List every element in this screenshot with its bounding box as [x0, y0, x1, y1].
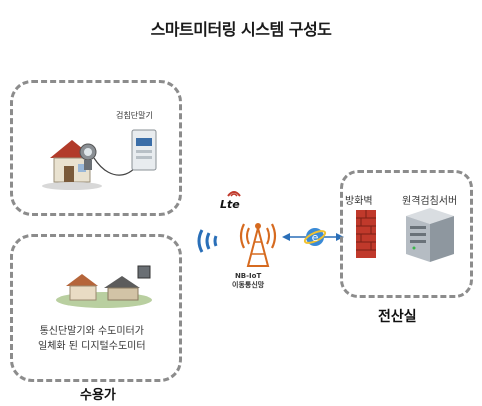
digital-meter-description: 통신단말기와 수도미터가 일체화 된 디지털수도미터 — [38, 324, 146, 354]
firewall-icon — [356, 210, 376, 258]
server-label: 원격검침서버 — [402, 196, 458, 207]
internet-icon: e — [303, 228, 327, 246]
meter-terminal-icon — [131, 129, 157, 171]
meter-terminal-panel — [10, 80, 182, 216]
nbiot-line-2: 이동통신망 — [232, 281, 265, 289]
nbiot-label: NB-IoT 이동통신망 — [232, 272, 264, 290]
computer-room-panel — [340, 170, 473, 298]
computer-room-label: 전산실 — [378, 309, 417, 325]
lte-label: Lte — [220, 198, 240, 211]
cell-tower-icon — [239, 223, 277, 267]
water-meter-icon — [79, 143, 97, 170]
meter-terminal-label: 검침단말기 — [116, 111, 153, 120]
customer-panel — [10, 234, 182, 382]
digital-meter-line-1: 통신단말기와 수도미터가 — [39, 326, 144, 337]
house-icon — [56, 274, 152, 308]
firewall-label: 방화벽 — [345, 196, 373, 207]
nbiot-line-1: NB-IoT — [234, 272, 262, 280]
wireless-signal-icon — [197, 229, 218, 253]
svg-text:e: e — [312, 231, 319, 244]
server-icon — [406, 208, 454, 262]
meter-terminal-icon — [137, 265, 151, 279]
digital-meter-line-2: 일체화 된 디지털수도미터 — [38, 341, 146, 352]
customer-label: 수용가 — [80, 388, 116, 403]
lte-logo-icon — [227, 191, 241, 197]
diagram-title: 스마트미터링 시스템 구성도 — [150, 20, 332, 39]
